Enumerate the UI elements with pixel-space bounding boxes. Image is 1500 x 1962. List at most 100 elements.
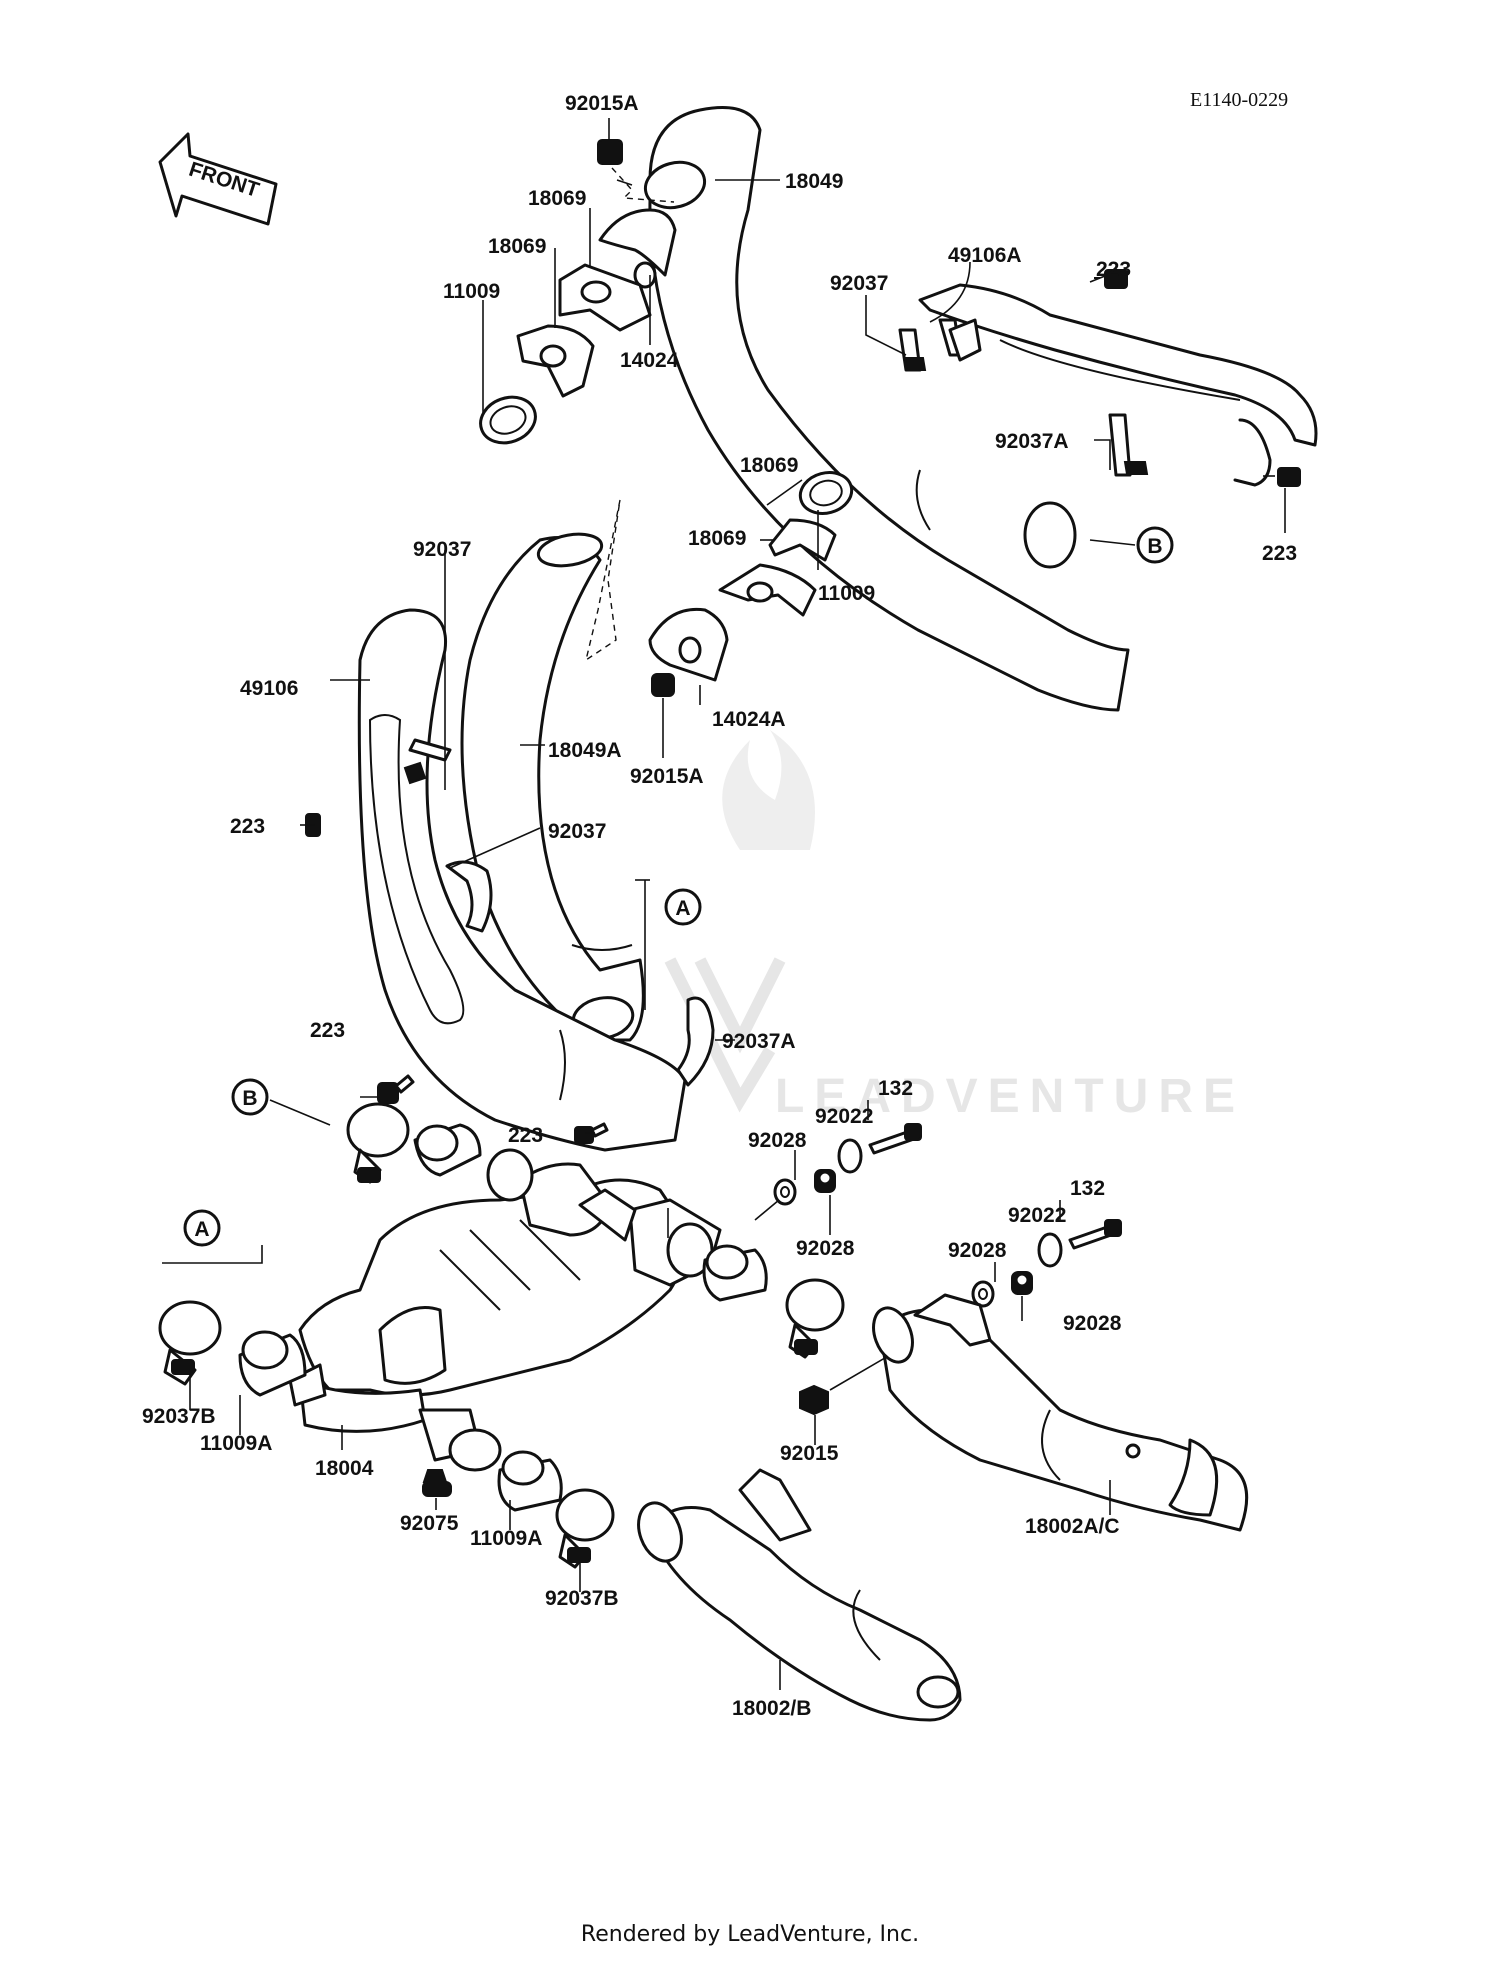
- label-223-e: 223: [508, 1124, 543, 1147]
- flange-18069-a: [558, 263, 652, 332]
- label-92015A-top: 92015A: [565, 92, 639, 115]
- label-92075: 92075: [400, 1512, 459, 1535]
- collar-92028-d: [1011, 1271, 1033, 1295]
- watermark-text: LEADVENTURE: [775, 1070, 1245, 1123]
- bolt-132-b: [1068, 1219, 1122, 1250]
- assembly-line: [611, 167, 675, 203]
- gasket-11009-b: [798, 471, 854, 515]
- label-223-a: 223: [1096, 258, 1131, 281]
- label-92037B-a: 92037B: [142, 1405, 216, 1428]
- label-11009-a: 11009: [443, 280, 500, 303]
- sleeve-11009A-b: [497, 1450, 563, 1512]
- clip-92037-low: [445, 860, 493, 933]
- sleeve-mid-right: [702, 1244, 768, 1302]
- label-92028-b: 92028: [796, 1237, 855, 1260]
- part-labels: 92015A 18049 18069 18069 11009 14024 920…: [142, 92, 1297, 1720]
- holder-14024A: [648, 607, 729, 682]
- watermark: LEADVENTURE: [664, 730, 1245, 1123]
- chamber-18004: [288, 1148, 722, 1472]
- callout-A-low: A: [183, 1209, 221, 1247]
- svg-text:B: B: [242, 1087, 257, 1110]
- bolt-223-e: [574, 1122, 609, 1144]
- clamp-92037B-b: [555, 1488, 615, 1569]
- sleeve-11009A-a: [238, 1330, 307, 1397]
- callout-A-mid: A: [664, 888, 702, 926]
- bolt-223-d: [377, 1074, 415, 1104]
- label-92022-a: 92022: [815, 1105, 873, 1128]
- bolt-223-b: [1263, 467, 1301, 487]
- label-223-c: 223: [230, 815, 265, 838]
- leader-lines: [162, 118, 1286, 1690]
- sleeve-upper: [413, 1123, 482, 1177]
- clamp-92037B-a: [158, 1300, 222, 1386]
- label-92037-mid: 92037: [413, 538, 471, 561]
- label-92022-b: 92022: [1008, 1204, 1066, 1227]
- label-18049: 18049: [785, 170, 843, 193]
- label-92037-top: 92037: [830, 272, 888, 295]
- nut-92015: [799, 1384, 829, 1416]
- assembly-line-mid: [584, 499, 621, 662]
- label-92028-a: 92028: [748, 1129, 807, 1152]
- svg-text:B: B: [1147, 535, 1162, 558]
- clamp-B-upper: [346, 1102, 410, 1184]
- label-14024: 14024: [620, 349, 679, 372]
- callout-B-top: B: [1089, 526, 1174, 564]
- clip-92037-top: [898, 328, 927, 372]
- clip-92037-mid: [403, 738, 452, 785]
- label-49106: 49106: [240, 677, 298, 700]
- label-18002AC: 18002A/C: [1025, 1515, 1120, 1538]
- label-92028-d: 92028: [1063, 1312, 1122, 1335]
- label-11009A-b: 11009A: [470, 1527, 542, 1550]
- clip-92037A-top: [1108, 413, 1149, 477]
- label-92037A-low: 92037A: [722, 1030, 796, 1053]
- label-49106A: 49106A: [948, 244, 1022, 267]
- label-18069-b: 18069: [488, 235, 546, 258]
- collar-92028-c: [971, 1280, 995, 1308]
- washer-92022-a: [837, 1138, 863, 1174]
- callout-B-low: B: [231, 1078, 269, 1116]
- label-18069-c: 18069: [740, 454, 798, 477]
- collar-92028-b: [814, 1169, 836, 1193]
- nut-92015A-mid: [651, 673, 675, 697]
- holder-14024: [598, 208, 677, 289]
- label-18069-d: 18069: [688, 527, 746, 550]
- label-14024A: 14024A: [712, 708, 786, 731]
- bolt-132-a: [868, 1123, 922, 1155]
- exhaust-pipe-18049: [643, 106, 1130, 712]
- clip-92037A-low: [676, 996, 715, 1087]
- label-11009A-a: 11009A: [200, 1432, 272, 1455]
- muffler-18002AC: [872, 1293, 1249, 1532]
- label-18069-a: 18069: [528, 187, 586, 210]
- leader-dash: [754, 1199, 780, 1221]
- washer-92022-b: [1037, 1232, 1063, 1268]
- label-11009-b: 11009: [818, 582, 875, 605]
- rubber-92075: [422, 1469, 452, 1497]
- label-132-a: 132: [878, 1077, 913, 1100]
- label-92037B-b: 92037B: [545, 1587, 619, 1610]
- muffler-18002B: [637, 1468, 962, 1722]
- label-18049A: 18049A: [548, 739, 622, 762]
- label-223-d: 223: [310, 1019, 345, 1042]
- label-223-b: 223: [1262, 542, 1297, 565]
- label-92015: 92015: [780, 1442, 839, 1465]
- nut-92015A-top: [597, 139, 623, 165]
- label-18004: 18004: [315, 1457, 374, 1480]
- label-132-b: 132: [1070, 1177, 1105, 1200]
- diagram-code: E1140-0229: [1190, 89, 1288, 111]
- label-92037-low: 92037: [548, 820, 606, 843]
- front-arrow-icon: FRONT: [158, 132, 278, 226]
- svg-text:A: A: [675, 897, 690, 920]
- label-92037A-top: 92037A: [995, 430, 1069, 453]
- label-92015A-mid: 92015A: [630, 765, 704, 788]
- flange-18069-b: [516, 324, 595, 398]
- label-18002B: 18002/B: [732, 1697, 811, 1720]
- gasket-11009-a: [479, 395, 537, 445]
- label-92028-c: 92028: [948, 1239, 1007, 1262]
- clamp-mid-right: [785, 1278, 845, 1359]
- flange-18069-d: [718, 563, 817, 617]
- collar-92028-a: [773, 1178, 797, 1206]
- footer-credit: Rendered by LeadVenture, Inc.: [580, 1922, 920, 1947]
- svg-text:A: A: [194, 1218, 209, 1241]
- heat-shield-49106A: [918, 283, 1318, 487]
